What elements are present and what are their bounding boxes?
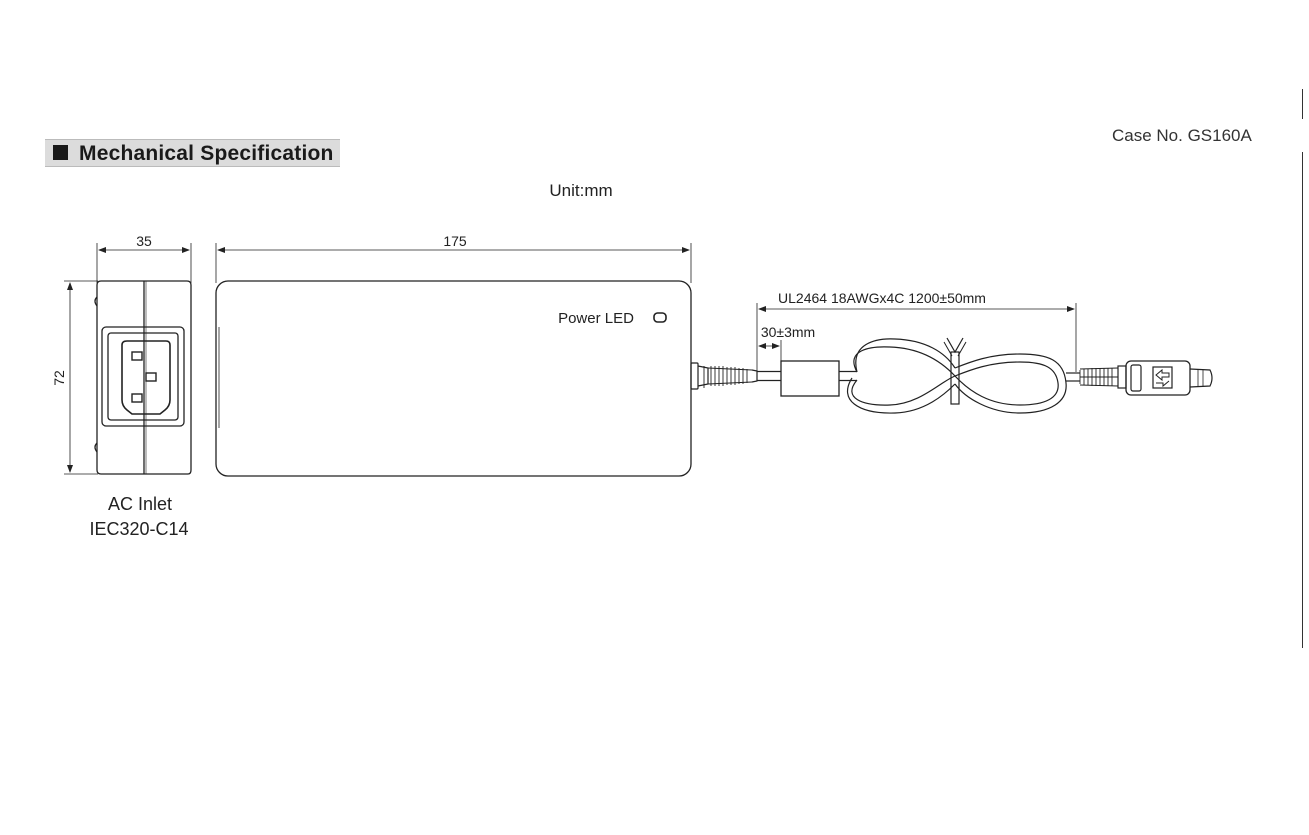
strain-relief-dimension: 30±3mm: [761, 324, 815, 340]
height-dimension: 72: [51, 370, 67, 386]
width-dimension: 35: [136, 233, 152, 249]
ac-inlet-label: AC Inlet: [108, 494, 172, 514]
case-number-partial: Case No. GS160A: [1112, 126, 1252, 145]
length-dimension: 175: [443, 233, 467, 249]
square-bullet-icon: [53, 145, 68, 160]
page-edge-rule: [1302, 89, 1303, 119]
output-cable: [690, 303, 1213, 414]
section-title: Mechanical Specification: [79, 142, 334, 165]
page-edge-rule: [1302, 152, 1303, 648]
unit-label: Unit:mm: [549, 181, 612, 200]
top-view: [215, 243, 692, 477]
power-led-label: Power LED: [558, 310, 634, 327]
ac-inlet-type-label: IEC320-C14: [89, 519, 188, 539]
side-view: [64, 243, 192, 475]
cable-spec-dimension: UL2464 18AWGx4C 1200±50mm: [778, 290, 986, 306]
section-header: Mechanical Specification: [45, 139, 340, 167]
